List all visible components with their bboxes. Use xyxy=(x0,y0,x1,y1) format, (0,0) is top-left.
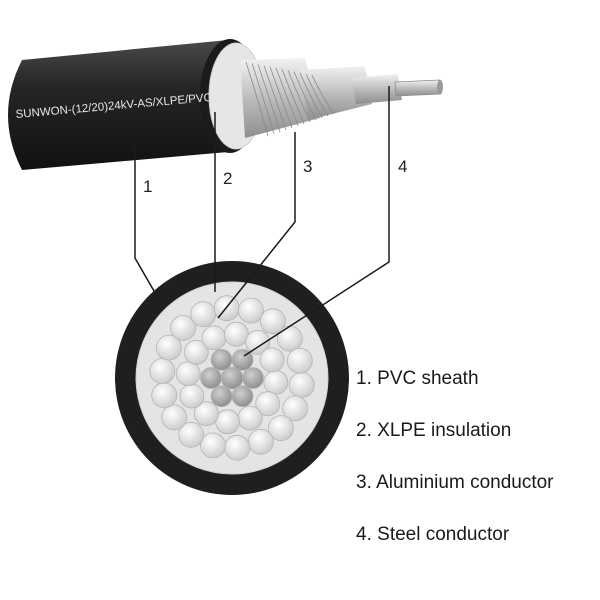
aluminium-strand xyxy=(259,347,285,373)
legend-number: 2. xyxy=(356,420,372,441)
aluminium-strand xyxy=(286,347,313,374)
strand-helix-line xyxy=(305,73,329,117)
cable-cross-section xyxy=(115,261,349,495)
aluminium-strand xyxy=(178,421,205,448)
legend: 1. PVC sheath 2. XLPE insulation 3. Alum… xyxy=(356,364,554,572)
steel-strand xyxy=(210,385,233,408)
strand-helix-line xyxy=(299,72,323,119)
strand-helix-line xyxy=(281,69,305,125)
aluminium-strand xyxy=(255,391,281,417)
cable-side-view: SUNWON-(12/20)24kV-AS/XLPE/PVC-1C xyxy=(8,39,443,170)
steel-strand xyxy=(231,385,254,408)
legend-label: PVC sheath xyxy=(377,368,479,389)
legend-item-steel-conductor: 4. Steel conductor xyxy=(356,520,554,572)
legend-number: 4. xyxy=(356,524,372,545)
steel-strand xyxy=(210,348,233,371)
aluminium-strand xyxy=(276,325,303,352)
steel-strands-exposed xyxy=(352,74,443,104)
strand-helix-line xyxy=(287,70,311,123)
legend-item-aluminium-conductor: 3. Aluminium conductor xyxy=(356,468,554,520)
strand-helix-line xyxy=(251,63,275,135)
aluminium-strand xyxy=(247,428,274,455)
aluminium-strand xyxy=(245,329,271,355)
aluminium-strand xyxy=(149,358,176,384)
leader-line-4 xyxy=(243,86,390,357)
leader-line-3 xyxy=(217,132,296,319)
aluminium-strand xyxy=(223,321,249,347)
callout-1: 1 xyxy=(143,177,152,196)
aluminium-strand xyxy=(215,409,241,435)
aluminium-strands-exposed xyxy=(240,58,372,138)
legend-label: Steel conductor xyxy=(377,524,510,545)
strand-helix-line xyxy=(275,67,299,127)
callout-3: 3 xyxy=(303,157,312,176)
aluminium-strand xyxy=(259,308,286,335)
strand-helix-line xyxy=(269,66,293,129)
aluminium-strand xyxy=(151,382,178,409)
cross-section-strands xyxy=(149,295,315,461)
steel-strand xyxy=(231,348,254,371)
aluminium-strand xyxy=(155,334,182,361)
callout-2: 2 xyxy=(223,169,232,188)
legend-item-xlpe-insulation: 2. XLPE insulation xyxy=(356,416,554,468)
strand-helix-line xyxy=(263,65,287,131)
aluminium-strand xyxy=(193,401,219,427)
leader-lines xyxy=(134,86,390,357)
callout-4: 4 xyxy=(398,157,407,176)
strand-helix-line xyxy=(257,64,281,133)
aluminium-strand xyxy=(183,339,209,365)
legend-label: Aluminium conductor xyxy=(376,472,554,493)
aluminium-strand xyxy=(200,432,226,459)
steel-strand xyxy=(200,367,222,389)
strand-helix-line xyxy=(293,71,317,121)
steel-strand xyxy=(242,367,264,389)
aluminium-strand xyxy=(288,372,315,398)
legend-item-pvc-sheath: 1. PVC sheath xyxy=(356,364,554,416)
aluminium-strand xyxy=(175,361,201,387)
aluminium-strand xyxy=(267,415,294,442)
legend-number: 1. xyxy=(356,368,372,389)
pvc-sheath-body xyxy=(8,40,238,170)
leader-line-1 xyxy=(134,142,159,299)
aluminium-strand xyxy=(237,405,263,431)
strand-helix-line xyxy=(311,75,335,115)
aluminium-strand xyxy=(179,383,205,409)
aluminium-strand xyxy=(161,404,188,431)
aluminium-strand xyxy=(170,314,197,341)
aluminium-strand xyxy=(263,369,289,395)
legend-number: 3. xyxy=(356,472,372,493)
legend-label: XLPE insulation xyxy=(377,420,512,441)
aluminium-strand xyxy=(238,297,264,324)
strand-helix-line xyxy=(245,61,269,137)
aluminium-strand xyxy=(224,434,251,461)
aluminium-strand xyxy=(190,301,217,328)
aluminium-strand xyxy=(201,325,227,351)
aluminium-strand xyxy=(282,395,309,422)
